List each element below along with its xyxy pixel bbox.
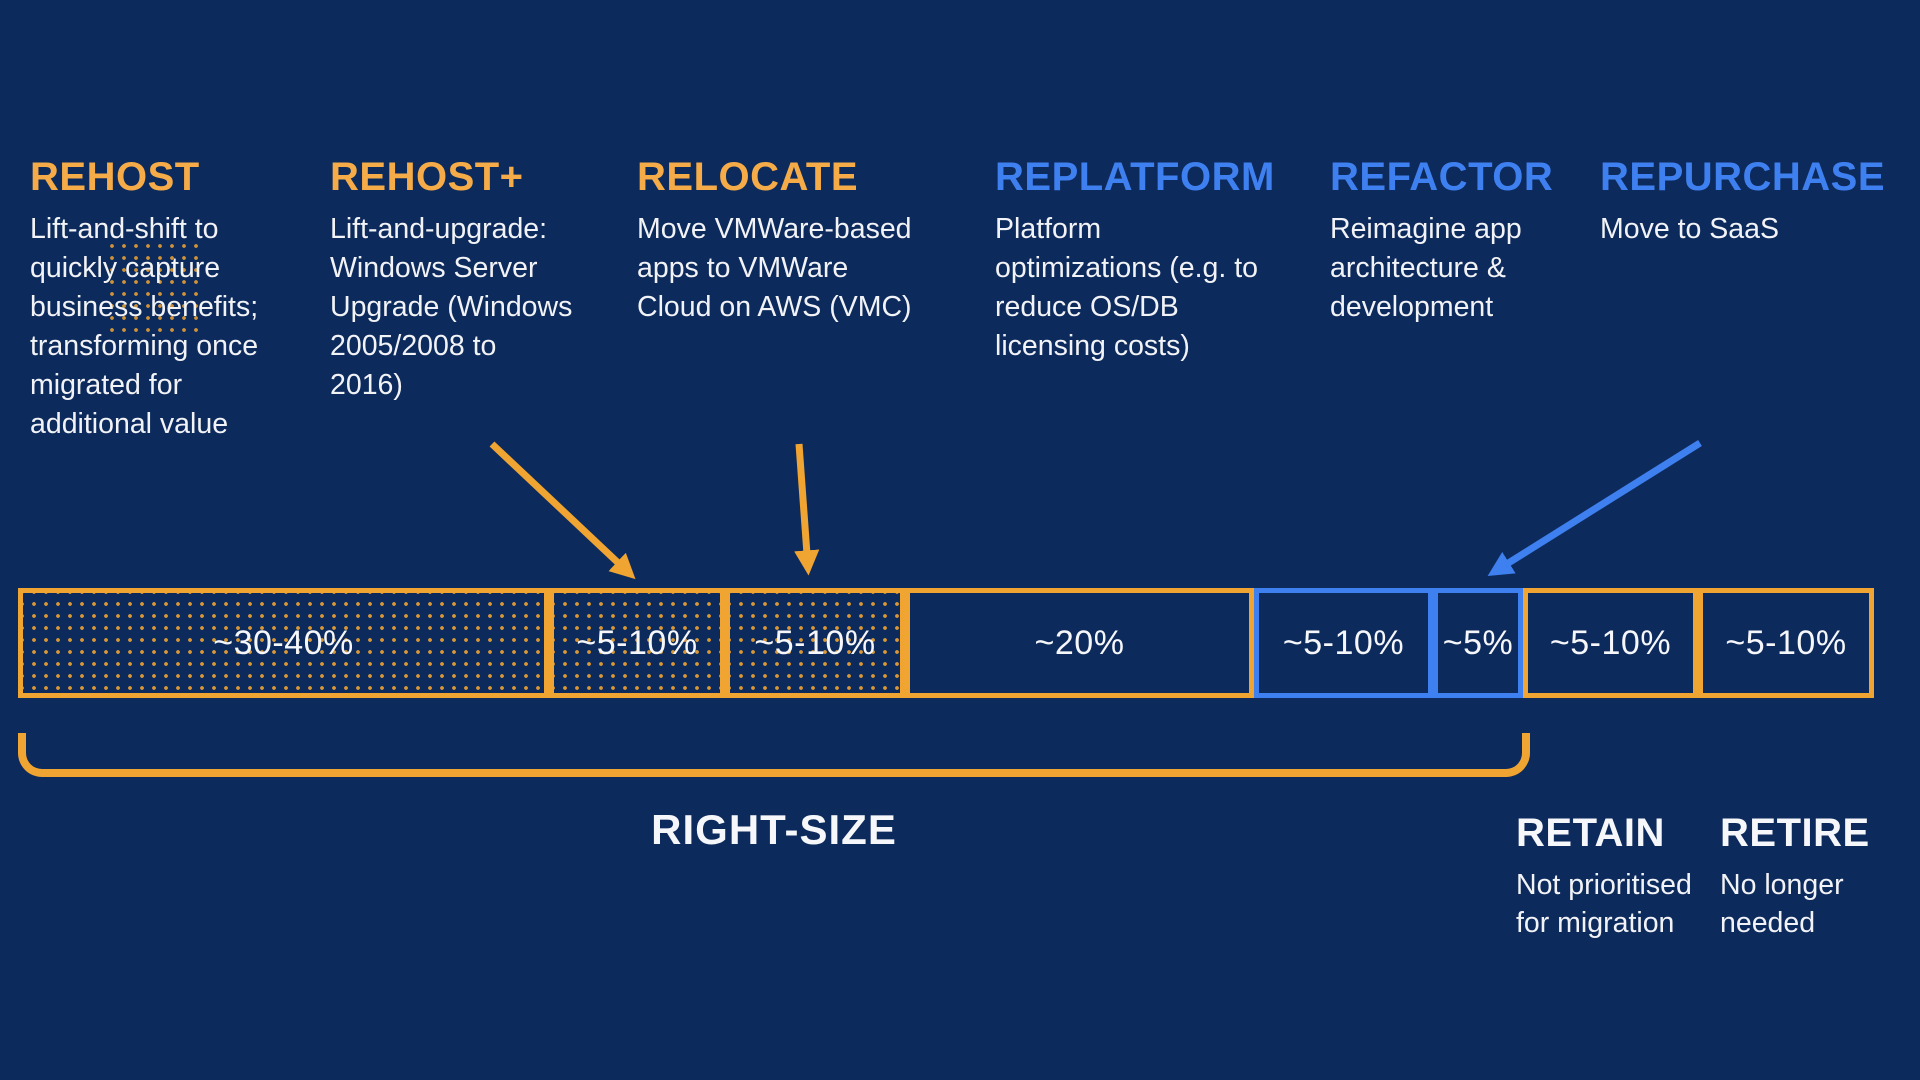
bar-segment-retain: ~5-10% — [1523, 588, 1698, 698]
retire-description-line: needed — [1720, 907, 1816, 939]
relocate-arrow — [794, 443, 820, 576]
strategy-description-line: Cloud on AWS (VMC) — [637, 291, 912, 323]
retire-title: RETIRE — [1720, 811, 1870, 855]
retain-description-line: Not prioritised — [1516, 869, 1692, 901]
strategy-description-line: Move VMWare-based — [637, 213, 912, 245]
strategy-description-line: Lift-and-shift to — [30, 213, 219, 245]
segment-label: ~5-10% — [754, 623, 876, 662]
percentage-bar: ~30-40% ~5-10% ~5-10% ~20% ~5-10% ~5% ~5… — [18, 588, 1874, 698]
strategy-description-line: Platform — [995, 213, 1102, 245]
decorative-dot-pattern — [106, 240, 206, 334]
strategy-description-line: 2016) — [330, 369, 403, 401]
strategy-description-line: reduce OS/DB — [995, 291, 1179, 323]
retire-note: RETIRE No longer needed — [1720, 808, 1890, 942]
strategy-column-rehost-plus: REHOST+ Lift-and-upgrade: Windows Server… — [330, 152, 630, 405]
strategy-description-line: architecture & — [1330, 252, 1506, 284]
segment-label: ~20% — [1034, 623, 1125, 662]
strategy-description-line: Reimagine app — [1330, 213, 1522, 245]
retain-title: RETAIN — [1516, 811, 1665, 855]
repurchase-arrow — [1487, 440, 1702, 577]
strategy-column-refactor: REFACTOR Reimagine app architecture & de… — [1330, 152, 1620, 327]
strategy-description-line: Upgrade (Windows — [330, 291, 573, 323]
strategy-description-line: licensing costs) — [995, 330, 1190, 362]
segment-label: ~5-10% — [1282, 623, 1405, 662]
rehost-plus-arrow — [489, 441, 636, 580]
segment-label: ~5-10% — [1549, 623, 1672, 662]
segment-label: ~5-10% — [576, 623, 698, 662]
retain-note: RETAIN Not prioritised for migration — [1516, 808, 1716, 942]
strategy-column-repurchase: REPURCHASE Move to SaaS — [1600, 152, 1890, 249]
bar-segment-relocate: ~5-10% — [725, 588, 905, 698]
strategy-description-line: quickly capture — [30, 252, 221, 284]
bar-segment-replatform: ~20% — [905, 588, 1254, 698]
segment-label: ~30-40% — [213, 623, 354, 662]
strategy-title: RELOCATE — [637, 155, 859, 199]
segment-label: ~5% — [1442, 623, 1514, 662]
bar-segment-refactor: ~5-10% — [1254, 588, 1433, 698]
strategy-title: REPURCHASE — [1600, 155, 1886, 199]
retain-description-line: for migration — [1516, 907, 1675, 939]
strategy-description-line: transforming once — [30, 330, 259, 362]
bar-segment-retire: ~5-10% — [1698, 588, 1874, 698]
bar-segment-refactor-small: ~5% — [1433, 588, 1523, 698]
strategy-column-replatform: REPLATFORM Platform optimizations (e.g. … — [995, 152, 1305, 366]
strategy-description-line: Windows Server — [330, 252, 538, 284]
segment-label: ~5-10% — [1725, 623, 1847, 662]
strategy-description-line: optimizations (e.g. to — [995, 252, 1258, 284]
strategy-description-line: migrated for — [30, 369, 183, 401]
strategy-description-line: Lift-and-upgrade: — [330, 213, 548, 245]
strategy-description-line: apps to VMWare — [637, 252, 849, 284]
strategy-description-line: development — [1330, 291, 1494, 323]
strategy-title: REFACTOR — [1330, 155, 1554, 199]
strategy-title: REHOST+ — [330, 155, 524, 199]
strategy-description-line: business benefits; — [30, 291, 259, 323]
strategy-title: REPLATFORM — [995, 155, 1275, 199]
bar-segment-rehost: ~30-40% — [18, 588, 549, 698]
strategy-description-line: Move to SaaS — [1600, 213, 1780, 245]
retire-description-line: No longer — [1720, 869, 1844, 901]
strategy-description-line: additional value — [30, 408, 229, 440]
right-size-bracket — [18, 733, 1530, 777]
strategy-column-rehost: REHOST Lift-and-shift to quickly capture… — [30, 152, 320, 444]
right-size-label: RIGHT-SIZE — [651, 806, 897, 853]
strategy-title: REHOST — [30, 155, 200, 199]
strategy-description-line: 2005/2008 to — [330, 330, 497, 362]
strategy-column-relocate: RELOCATE Move VMWare-based apps to VMWar… — [637, 152, 957, 327]
bar-segment-rehost-plus: ~5-10% — [549, 588, 725, 698]
